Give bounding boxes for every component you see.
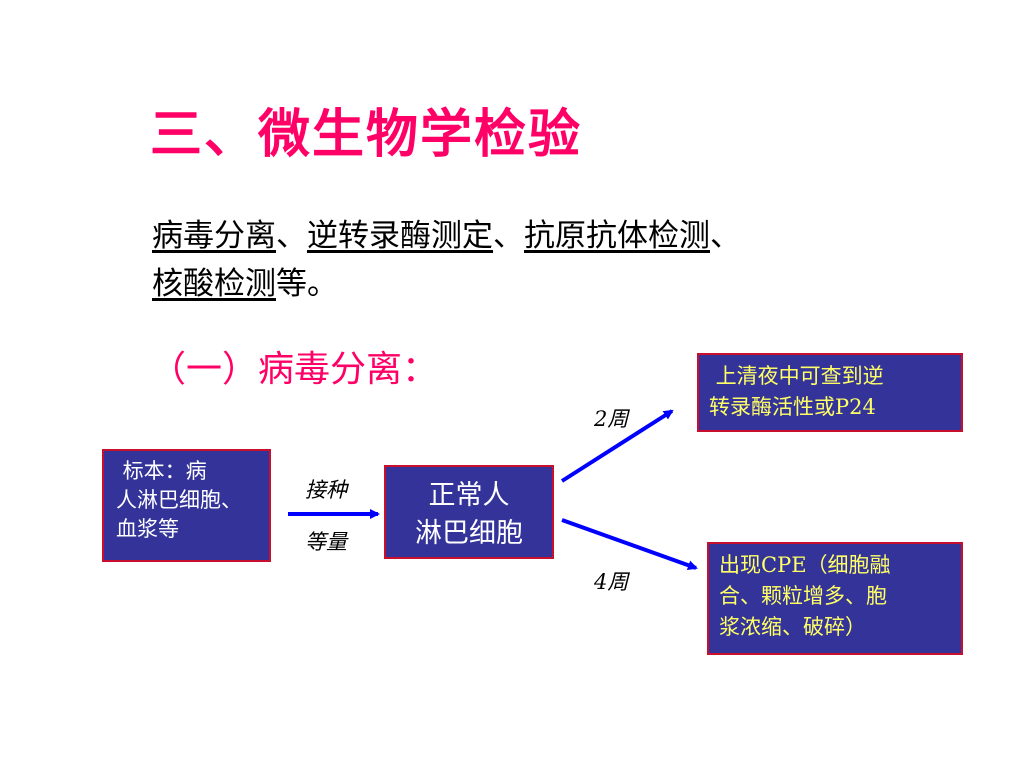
intro-suffix: 等。 <box>276 266 338 302</box>
arrow-two-weeks <box>560 409 674 483</box>
result-two-weeks-line-1: 上清夜中可查到逆 <box>709 364 884 388</box>
normal-cells-box: 正常人 淋巴细胞 <box>384 465 554 559</box>
intro-item-virus-isolation: 病毒分离 <box>152 218 276 254</box>
intro-separator: 、 <box>710 218 741 254</box>
arrow-four-weeks <box>561 518 698 571</box>
intro-separator: 、 <box>276 218 307 254</box>
result-four-weeks-line-2: 合、颗粒增多、胞 <box>719 584 887 608</box>
label-two-weeks: 2周 <box>594 407 629 431</box>
result-two-weeks-box: 上清夜中可查到逆 转录酶活性或P24 <box>697 353 963 432</box>
section-heading: （一）病毒分离： <box>150 349 439 390</box>
intro-separator: 、 <box>493 218 524 254</box>
result-two-weeks-line-2: 转录酶活性或P24 <box>709 395 876 419</box>
result-four-weeks-line-3: 浆浓缩、破碎） <box>719 615 866 639</box>
normal-cells-line-1: 正常人 <box>428 480 510 511</box>
intro-text: 病毒分离、逆转录酶测定、抗原抗体检测、核酸检测等。 <box>152 212 932 308</box>
specimen-line-2: 人淋巴细胞、 <box>116 488 242 512</box>
intro-item-antigen-antibody: 抗原抗体检测 <box>524 218 710 254</box>
label-inoculate: 接种 <box>305 478 347 502</box>
specimen-line-1: 标本：病 <box>116 459 207 483</box>
label-equal-amount: 等量 <box>305 530 347 554</box>
result-four-weeks-line-1: 出现CPE（细胞融 <box>719 553 891 577</box>
intro-item-nucleic-acid: 核酸检测 <box>152 266 276 302</box>
label-four-weeks: 4周 <box>594 570 629 594</box>
intro-item-reverse-transcriptase: 逆转录酶测定 <box>307 218 493 254</box>
normal-cells-line-2: 淋巴细胞 <box>415 518 523 549</box>
specimen-line-3: 血浆等 <box>116 517 179 541</box>
specimen-box: 标本：病 人淋巴细胞、 血浆等 <box>102 449 271 562</box>
result-four-weeks-box: 出现CPE（细胞融 合、颗粒增多、胞 浆浓缩、破碎） <box>707 542 963 655</box>
slide-title: 三、微生物学检验 <box>150 105 583 165</box>
